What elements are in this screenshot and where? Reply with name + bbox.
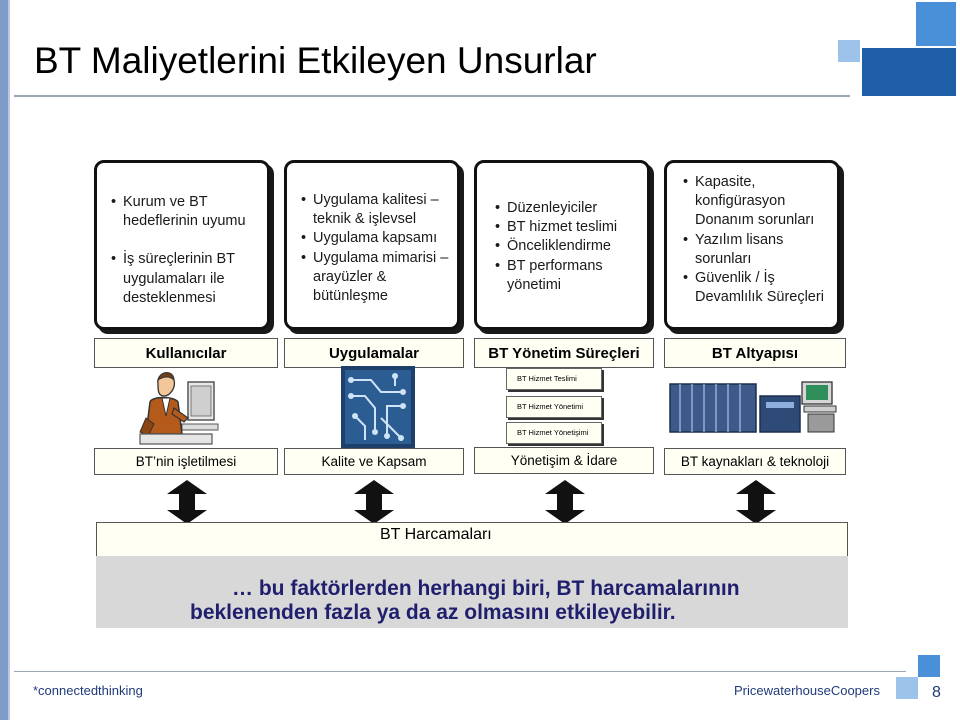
- factor-item: BT performans yönetimi: [495, 257, 645, 295]
- factor-box-users: Kurum ve BT hedeflerinin uyumu İş süreçl…: [94, 160, 270, 330]
- message-band: [96, 556, 848, 628]
- factor-item: İş süreçlerinin BT uygulamaları ile dest…: [111, 250, 263, 308]
- factor-item: Güvenlik / İş Devamlılık Süreçleri: [683, 269, 833, 307]
- factor-box-applications: Uygulama kalitesi – teknik & işlevsel Uy…: [284, 160, 460, 330]
- page-number: 8: [932, 684, 941, 701]
- factor-box-management: Düzenleyiciler BT hizmet teslimi Öncelik…: [474, 160, 650, 330]
- page-title: BT Maliyetlerini Etkileyen Unsurlar: [34, 40, 597, 81]
- category-applications: Uygulamalar: [284, 338, 464, 368]
- factor-item: Uygulama kapsamı: [301, 229, 457, 248]
- key-message-line1: … bu faktörlerden herhangi biri, BT harc…: [232, 577, 740, 600]
- label-it-operations: BT’nin işletilmesi: [94, 448, 278, 475]
- mini-box-service-management: BT Hizmet Yönetimi: [506, 396, 602, 418]
- label-it-resources-technology: BT kaynakları & teknoloji: [664, 448, 846, 475]
- category-users: Kullanıcılar: [94, 338, 278, 368]
- double-arrow-icon: [545, 480, 585, 524]
- server-rack-illustration: [669, 381, 837, 433]
- spend-label: BT Harcamaları: [380, 526, 492, 543]
- left-accent-bar-light: [8, 0, 10, 720]
- factor-item: Uygulama mimarisi – arayüzler & bütünleş…: [301, 249, 457, 307]
- footer-divider: [14, 671, 906, 672]
- factor-item: Kapasite, konfigürasyon Donanım sorunlar…: [683, 173, 833, 231]
- corner-square-bottom-1: [918, 655, 940, 677]
- footer-tagline: *connectedthinking: [33, 683, 143, 698]
- factor-item: Önceliklendirme: [495, 237, 645, 256]
- corner-square-bottom-2: [896, 677, 918, 699]
- factor-item: BT hizmet teslimi: [495, 218, 645, 237]
- mini-box-service-delivery: BT Hizmet Teslimi: [506, 368, 602, 390]
- key-message: … bu faktörlerden herhangi biri, BT harc…: [190, 577, 830, 625]
- mini-box-service-governance: BT Hizmet Yönetişimi: [506, 422, 602, 444]
- category-infrastructure: BT Altyapısı: [664, 338, 846, 368]
- circuit-board-icon: [341, 366, 415, 448]
- double-arrow-icon: [736, 480, 776, 524]
- key-message-line2: beklenenden fazla ya da az olmasını etki…: [190, 601, 676, 624]
- factor-item: Yazılım lisans sorunları: [683, 231, 833, 269]
- left-accent-bar: [0, 0, 8, 720]
- corner-square-top-large: [862, 48, 956, 96]
- category-management-processes: BT Yönetim Süreçleri: [474, 338, 654, 368]
- label-governance: Yönetişim & İdare: [474, 447, 654, 474]
- corner-square-top-mid: [916, 2, 956, 46]
- factor-box-infrastructure: Kapasite, konfigürasyon Donanım sorunlar…: [664, 160, 840, 330]
- title-divider: [14, 95, 850, 97]
- double-arrow-icon: [354, 480, 394, 524]
- spend-band: [96, 522, 848, 556]
- factor-item: Uygulama kalitesi – teknik & işlevsel: [301, 191, 457, 229]
- user-at-computer-illustration: [139, 372, 219, 445]
- double-arrow-icon: [167, 480, 207, 524]
- footer-company: PricewaterhouseCoopers: [734, 683, 880, 698]
- factor-item: Düzenleyiciler: [495, 199, 645, 218]
- corner-square-top-small: [838, 40, 860, 62]
- label-quality-scope: Kalite ve Kapsam: [284, 448, 464, 475]
- factor-item: Kurum ve BT hedeflerinin uyumu: [111, 193, 263, 231]
